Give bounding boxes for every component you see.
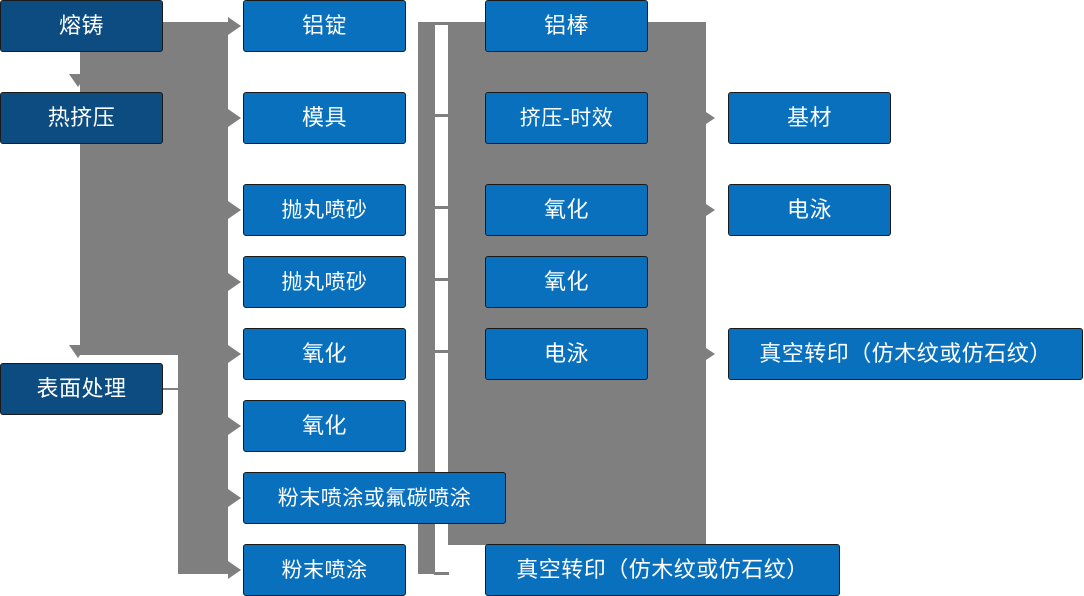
- cross-stub-2: [434, 114, 449, 117]
- stage-box-surface-treatment[interactable]: 表面处理: [0, 363, 166, 418]
- treatment-box-oxidation-1[interactable]: 氧化: [485, 184, 651, 239]
- arrow-down-to-hot-extrusion: [69, 74, 87, 87]
- arrow-right-process-4: [228, 273, 241, 291]
- treatment-box-extrusion-aging[interactable]: 挤压-时效: [485, 92, 651, 147]
- treatment-box-electrophoresis[interactable]: 电泳: [485, 328, 651, 383]
- stage-box-hot-extrusion[interactable]: 热挤压: [0, 92, 166, 147]
- arrow-right-process-1: [228, 17, 241, 35]
- arrow-right-process-3: [228, 201, 241, 219]
- arrow-right-process-6: [228, 417, 241, 435]
- cross-stub-5: [434, 350, 449, 353]
- cross-stub-1: [434, 22, 449, 25]
- arrow-right-process-2: [228, 109, 241, 127]
- connector-stage-link: [163, 388, 180, 390]
- process-box-oxidation-1[interactable]: 氧化: [243, 328, 409, 383]
- cross-stub-3: [434, 206, 449, 209]
- arrow-right-process-5: [228, 345, 241, 363]
- output-box-electrophoresis[interactable]: 电泳: [728, 184, 894, 239]
- process-box-aluminum-ingot[interactable]: 铝锭: [243, 0, 409, 55]
- cross-stub-4: [434, 278, 449, 281]
- process-box-shot-blasting-1[interactable]: 抛丸喷砂: [243, 184, 409, 239]
- cross-stub-6: [434, 572, 449, 575]
- treatment-box-vacuum-transfer-printing[interactable]: 真空转印（仿木纹或仿石纹）: [485, 544, 843, 596]
- treatment-box-oxidation-2[interactable]: 氧化: [485, 256, 651, 311]
- arrow-right-process-7: [228, 489, 241, 507]
- treatment-box-aluminum-bar[interactable]: 铝棒: [485, 0, 651, 55]
- output-box-vacuum-transfer-printing[interactable]: 真空转印（仿木纹或仿石纹）: [728, 328, 1084, 383]
- process-box-shot-blasting-2[interactable]: 抛丸喷砂: [243, 256, 409, 311]
- arrow-right-output-2: [706, 204, 715, 216]
- process-box-mold[interactable]: 模具: [243, 92, 409, 147]
- arrow-right-process-8: [228, 561, 241, 579]
- connector-bar-narrow: [418, 22, 435, 574]
- process-box-powder-coating[interactable]: 粉末喷涂: [243, 544, 409, 596]
- arrow-right-output-3: [706, 348, 715, 360]
- arrow-right-output-1: [706, 112, 715, 124]
- process-box-oxidation-2[interactable]: 氧化: [243, 400, 409, 455]
- process-box-powder-or-fluorocarbon-coating[interactable]: 粉末喷涂或氟碳喷涂: [243, 472, 509, 527]
- output-box-substrate[interactable]: 基材: [728, 92, 894, 147]
- stage-box-melting[interactable]: 熔铸: [0, 0, 166, 55]
- connector-trunk-left: [80, 22, 178, 355]
- arrow-down-to-surface-treatment: [69, 345, 87, 358]
- connector-trunk-main: [178, 22, 228, 574]
